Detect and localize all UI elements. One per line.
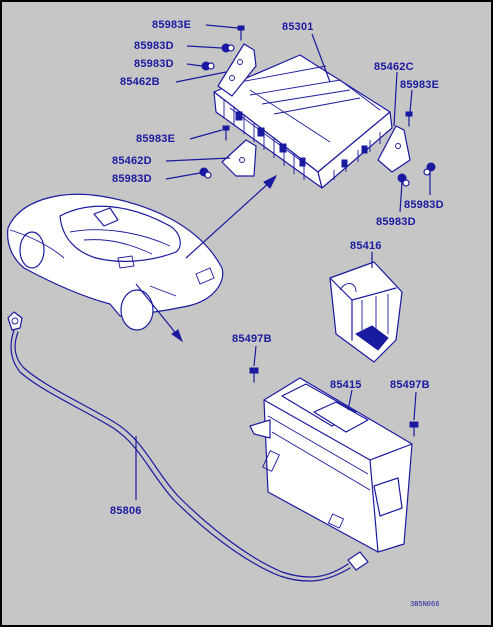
screw-85497b-right — [409, 391, 419, 437]
vehicle-outline — [7, 193, 224, 331]
label-85416: 85416 — [350, 240, 382, 252]
control-unit-85301 — [213, 54, 393, 189]
leader-lines-top — [165, 24, 431, 213]
screw-85497b-left — [249, 345, 259, 383]
label-85806: 85806 — [110, 505, 142, 517]
label-85983d-r1: 85983D — [404, 199, 444, 211]
bolt-85983d-3 — [199, 167, 212, 179]
label-85462b: 85462B — [120, 76, 160, 88]
screw-85983e-left — [222, 125, 230, 141]
bracket-85462d — [221, 139, 257, 177]
diagram-code: 3B5N066 — [410, 601, 439, 609]
bolt-85983d-r1 — [423, 162, 436, 176]
bracket-85462b — [217, 43, 257, 97]
label-85497b-left: 85497B — [232, 333, 272, 345]
bracket-85462c — [377, 125, 411, 173]
screw-85983e-top — [237, 25, 245, 41]
harness-85806 — [7, 311, 369, 582]
label-85983d-r2: 85983D — [376, 216, 416, 228]
location-arrows — [135, 174, 278, 343]
label-85462d: 85462D — [112, 155, 152, 167]
screw-85983e-right — [405, 111, 413, 127]
label-85462c: 85462C — [374, 61, 414, 73]
label-85983e-left: 85983E — [136, 133, 175, 145]
label-85983d-2: 85983D — [134, 58, 174, 70]
label-85301: 85301 — [282, 21, 314, 33]
label-85983d-3: 85983D — [112, 173, 152, 185]
module-85415 — [249, 377, 413, 553]
label-85983d-1: 85983D — [134, 40, 174, 52]
label-85497b-right: 85497B — [390, 379, 430, 391]
cover-85416 — [329, 252, 403, 363]
label-85415: 85415 — [330, 379, 362, 391]
label-85983e-top: 85983E — [152, 19, 191, 31]
part-labels: 85983E 85983D 85983D 85462B 85301 85462C… — [110, 19, 444, 609]
bolt-85983d-2 — [201, 61, 215, 71]
label-85983e-right: 85983E — [400, 79, 439, 91]
bolt-85983d-1 — [221, 43, 235, 53]
bolt-85983d-r2 — [397, 173, 410, 187]
